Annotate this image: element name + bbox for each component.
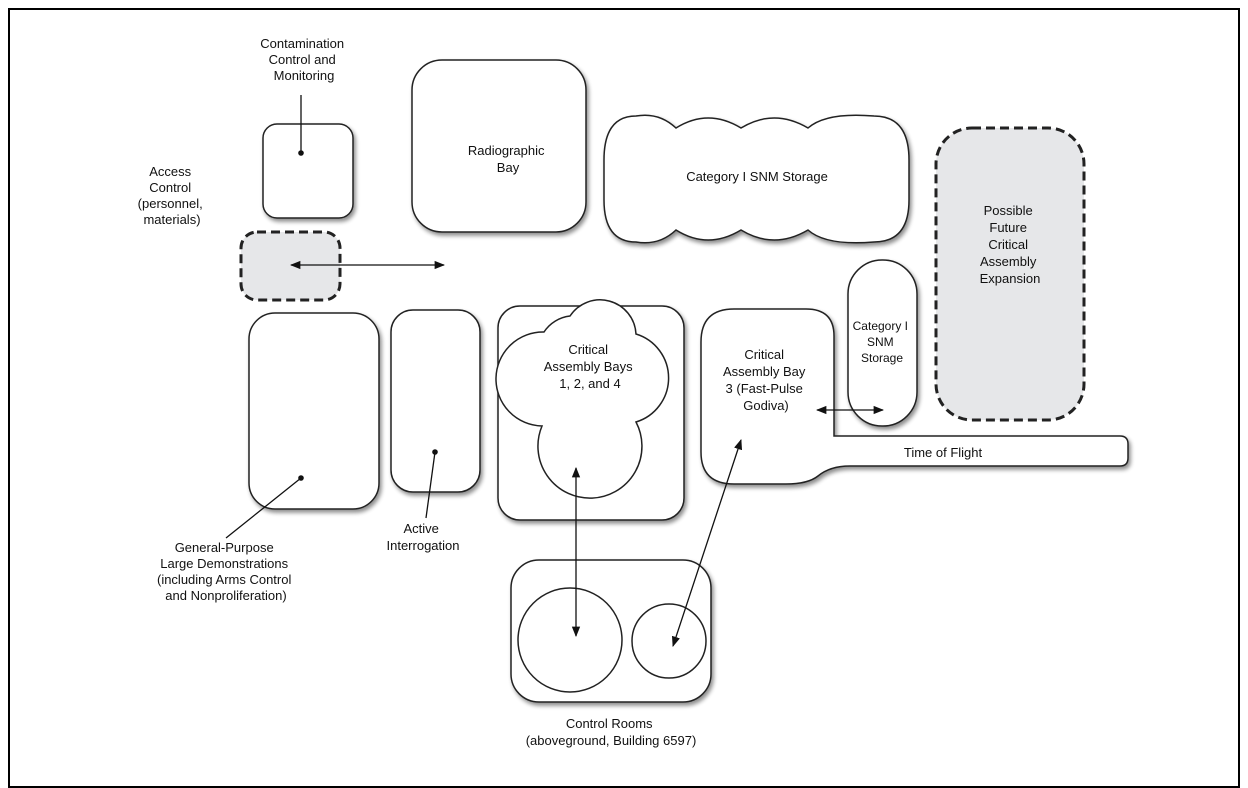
control-room-2 xyxy=(631,603,707,679)
active-interrogation-label: Active Interrogation xyxy=(387,521,460,553)
active-interrogation-bay xyxy=(390,309,481,493)
critical-assembly-bay-3-label: Critical Assembly Bay 3 (Fast-Pulse Godi… xyxy=(723,347,809,413)
snm-storage-large xyxy=(603,114,910,244)
general-purpose-bay xyxy=(248,312,380,510)
contamination-control-room xyxy=(262,123,354,219)
contamination-label: Contamination Control and Monitoring xyxy=(260,36,347,83)
access-control-area xyxy=(239,230,342,302)
snm-storage-small xyxy=(847,259,918,427)
time-of-flight-label: Time of Flight xyxy=(904,445,983,460)
critical-assembly-bays-124-cloverleaf xyxy=(495,299,670,499)
radiographic-label: Radiographic Bay xyxy=(468,143,548,175)
control-rooms-label: Control Rooms (aboveground, Building 659… xyxy=(526,716,697,748)
access-control-label: Access Control (personnel, materials) xyxy=(138,164,207,227)
bay-3-control-arrow xyxy=(671,439,743,647)
critical-assembly-bays-124-label: Critical Assembly Bays 1, 2, and 4 xyxy=(544,342,637,391)
future-expansion-label: Possible Future Critical Assembly Expans… xyxy=(980,203,1041,286)
future-expansion-area xyxy=(934,126,1086,422)
snm-storage-small-label: Category I SNM Storage xyxy=(853,319,912,365)
facility-diagram: Contamination Control and Monitoring Acc… xyxy=(138,36,1129,748)
control-room-1 xyxy=(517,587,623,693)
snm-storage-large-label: Category I SNM Storage xyxy=(686,169,828,184)
general-purpose-label: General-Purpose Large Demonstrations (in… xyxy=(157,540,295,603)
active-leader-line xyxy=(425,451,436,519)
radiographic-bay xyxy=(411,59,587,233)
general-leader-line xyxy=(225,477,302,539)
